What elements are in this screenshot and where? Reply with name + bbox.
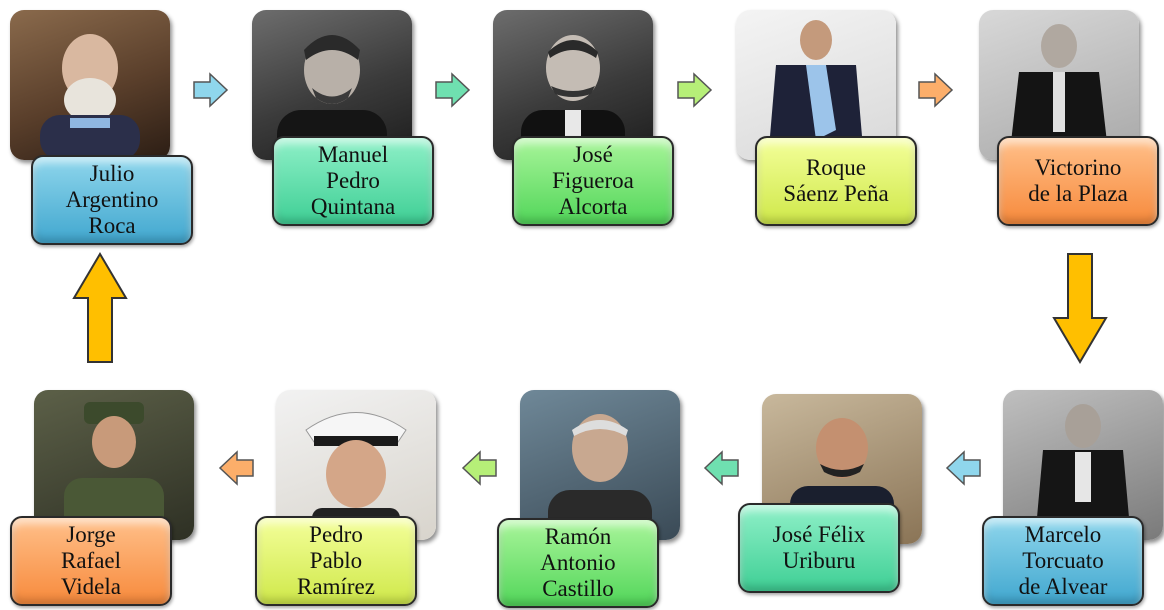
label-jose-felix-uriburu: José Félix Uriburu bbox=[738, 503, 900, 593]
chevron-arrow-icon bbox=[945, 450, 981, 486]
portrait-jose-figueroa-alcorta bbox=[493, 10, 653, 160]
label-julio-argentino-roca: Julio Argentino Roca bbox=[31, 155, 193, 245]
portrait-julio-argentino-roca bbox=[10, 10, 170, 160]
chevron-arrow-icon bbox=[677, 72, 713, 108]
chevron-arrow-icon bbox=[461, 450, 497, 486]
label-jose-figueroa-alcorta: José Figueroa Alcorta bbox=[512, 136, 674, 226]
label-marcelo-torcuato-de-alvear: Marcelo Torcuato de Alvear bbox=[982, 516, 1144, 606]
block-arrow-icon bbox=[72, 252, 128, 363]
label-roque-saenz-pena: Roque Sáenz Peña bbox=[755, 136, 917, 226]
chevron-arrow-icon bbox=[218, 450, 254, 486]
label-pedro-pablo-ramirez: Pedro Pablo Ramírez bbox=[255, 516, 417, 606]
chevron-arrow-icon bbox=[918, 72, 954, 108]
label-victorino-de-la-plaza: Victorino de la Plaza bbox=[997, 136, 1159, 226]
chevron-arrow-icon bbox=[193, 72, 229, 108]
portrait-ramon-antonio-castillo bbox=[520, 390, 680, 540]
portrait-jose-felix-uriburu bbox=[762, 394, 922, 544]
chevron-arrow-icon bbox=[703, 450, 739, 486]
label-jorge-rafael-videla: Jorge Rafael Videla bbox=[10, 516, 172, 606]
portrait-marcelo-torcuato-de-alvear bbox=[1003, 390, 1163, 540]
label-ramon-antonio-castillo: Ramón Antonio Castillo bbox=[497, 518, 659, 608]
chevron-arrow-icon bbox=[435, 72, 471, 108]
label-manuel-pedro-quintana: Manuel Pedro Quintana bbox=[272, 136, 434, 226]
block-arrow-icon bbox=[1052, 253, 1108, 364]
